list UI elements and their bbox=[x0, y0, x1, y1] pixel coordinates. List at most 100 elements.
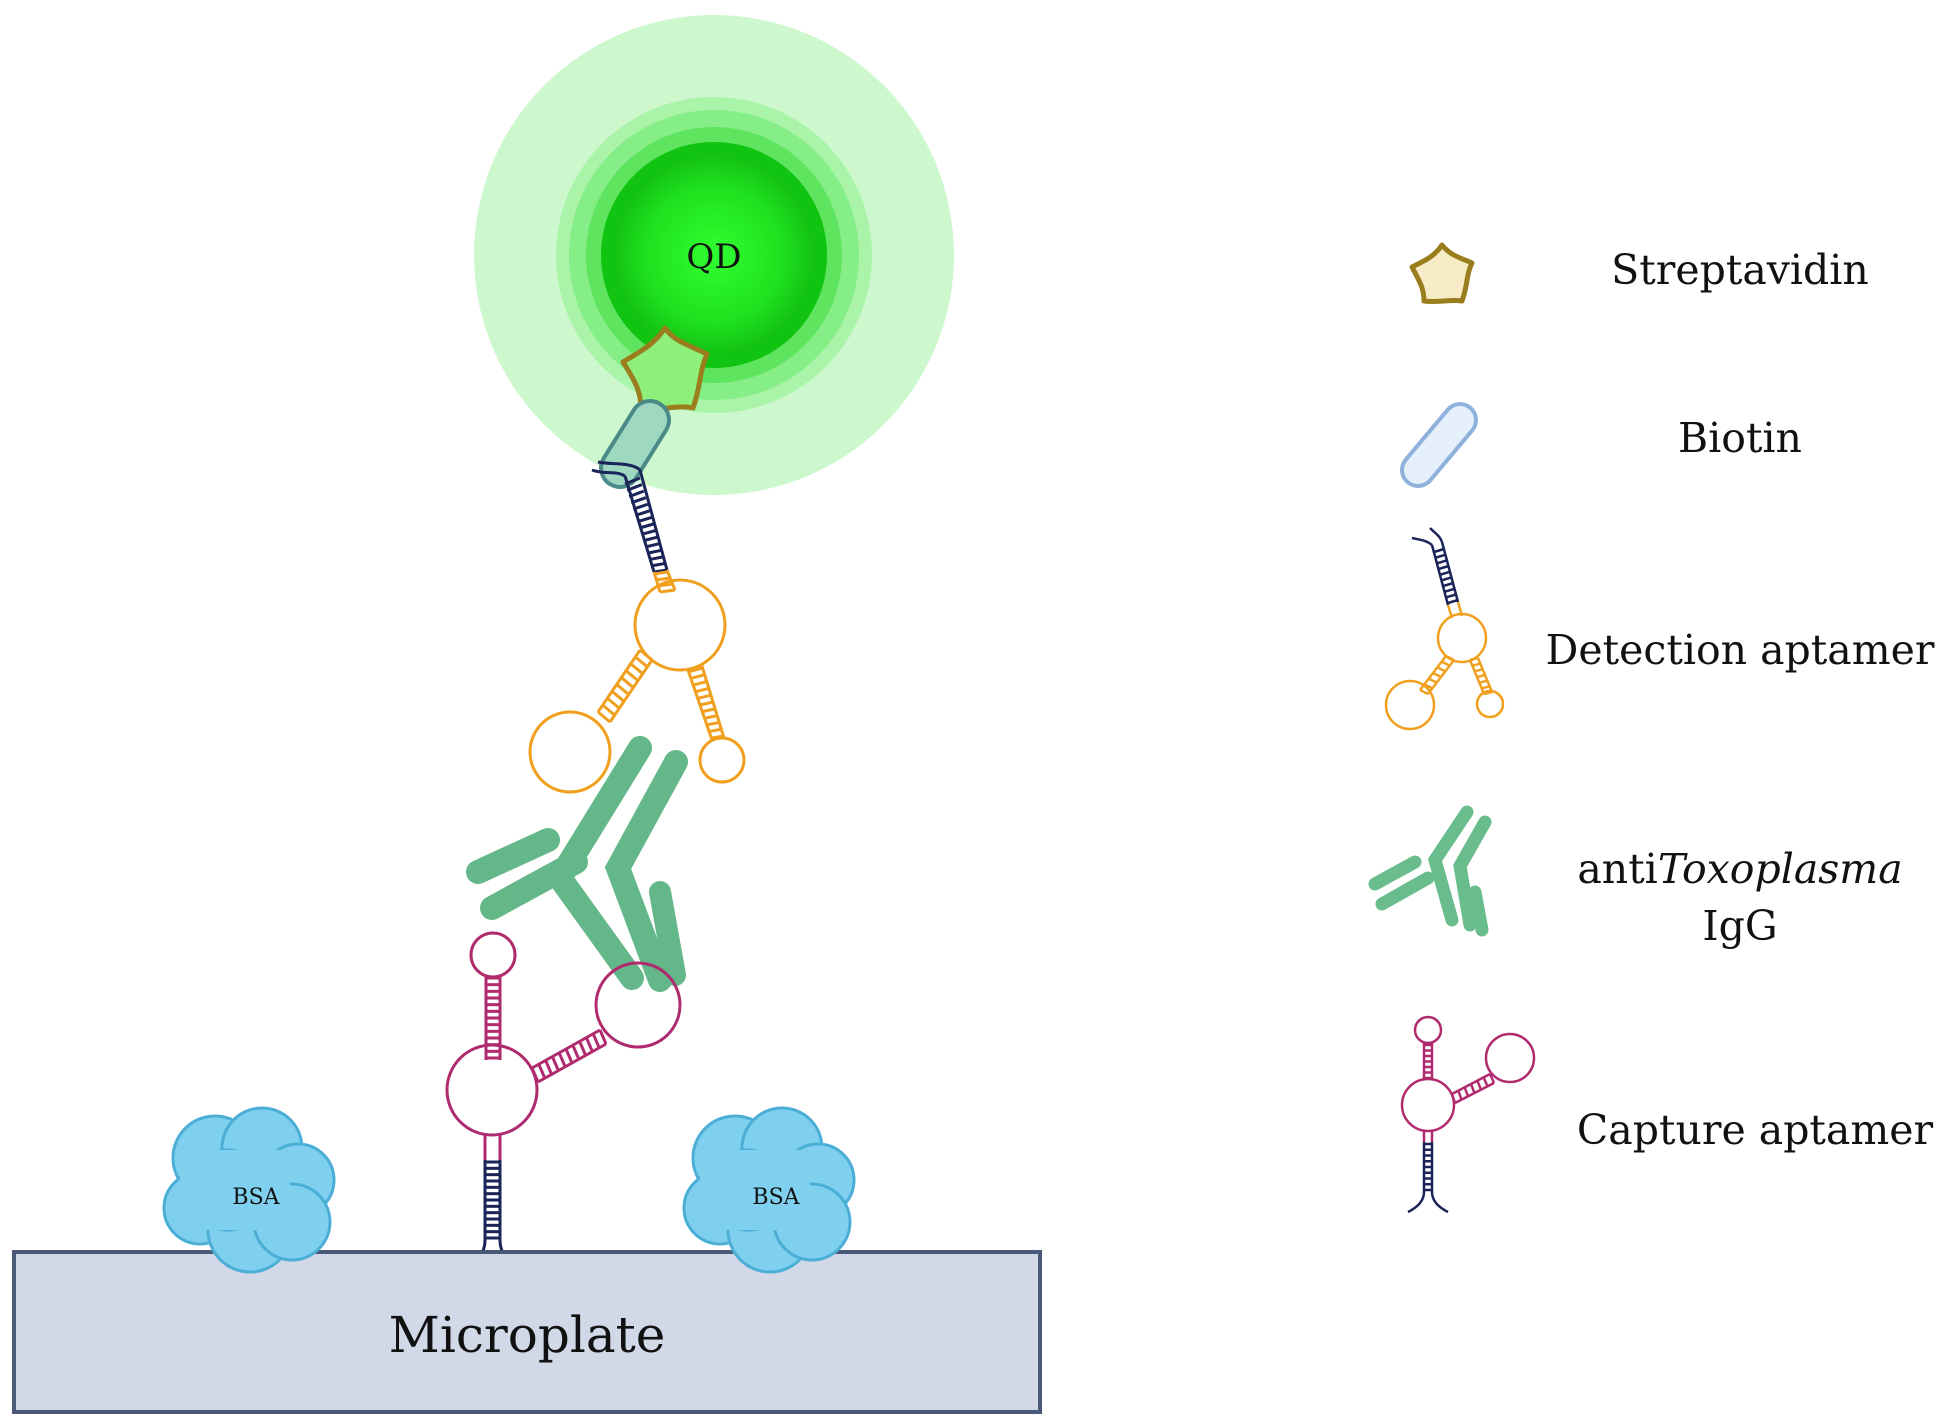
base-pair-rung bbox=[709, 727, 723, 733]
base-pair-rung bbox=[639, 648, 653, 662]
base-pair-rung bbox=[1476, 673, 1486, 679]
base-pair-rung bbox=[643, 535, 658, 543]
bsa-label-right: BSA bbox=[752, 1185, 800, 1210]
base-pair-rung bbox=[1463, 1086, 1470, 1097]
microplate-label: Microplate bbox=[389, 1306, 666, 1364]
base-pair-rung bbox=[1483, 690, 1493, 696]
base-pair-rung bbox=[1488, 1073, 1496, 1084]
bsa-left: BSA bbox=[162, 1106, 336, 1274]
base-pair-rung bbox=[1433, 547, 1445, 554]
base-pair-rung bbox=[1441, 660, 1451, 667]
base-pair-rung bbox=[651, 561, 666, 568]
base-pair-rung bbox=[634, 509, 651, 517]
base-pair-rung bbox=[557, 1052, 567, 1068]
base-pair-rung bbox=[1441, 576, 1453, 582]
biotin-on-qd bbox=[599, 399, 671, 489]
base-pair-rung bbox=[706, 720, 720, 727]
base-pair-rung bbox=[699, 700, 714, 707]
base-pair-rung bbox=[1419, 688, 1429, 696]
base-pair-rung bbox=[1476, 1080, 1483, 1091]
base-pair-rung bbox=[694, 686, 709, 694]
base-pair-rung bbox=[704, 714, 718, 720]
qd-label: QD bbox=[686, 237, 741, 277]
base-pair-rung bbox=[591, 1033, 601, 1049]
base-pair-rung bbox=[1445, 654, 1455, 662]
legend-capture-aptamer-label: Capture aptamer bbox=[1577, 1106, 1934, 1154]
legend-antibody-icon bbox=[1368, 805, 1492, 937]
quantum-dot: QD bbox=[474, 15, 954, 495]
base-pair-rung bbox=[629, 662, 644, 675]
legend-antibody-italic: Toxoplasma bbox=[1658, 845, 1903, 893]
legend-streptavidin-icon bbox=[1409, 242, 1475, 305]
base-pair-rung bbox=[636, 515, 653, 524]
legend-streptavidin-label: Streptavidin bbox=[1611, 246, 1869, 294]
base-pair-rung bbox=[537, 1063, 547, 1079]
base-pair-rung bbox=[659, 588, 676, 594]
base-pair-rung bbox=[1444, 587, 1456, 593]
base-pair-rung bbox=[687, 666, 703, 674]
base-pair-rung bbox=[1442, 581, 1454, 588]
base-pair-rung bbox=[598, 1029, 608, 1045]
base-pair-rung bbox=[1438, 564, 1450, 571]
base-pair-rung bbox=[1482, 1076, 1489, 1087]
bsa-right: BSA bbox=[682, 1106, 856, 1274]
base-pair-rung bbox=[611, 690, 625, 703]
base-pair-rung bbox=[564, 1048, 574, 1064]
base-pair-rung bbox=[702, 707, 716, 714]
legend-biotin-label: Biotin bbox=[1678, 414, 1802, 462]
base-pair-rung bbox=[645, 542, 660, 549]
detection-aptamer bbox=[528, 460, 746, 794]
base-pair-rung bbox=[551, 1056, 560, 1072]
base-pair-rung bbox=[697, 693, 712, 700]
legend: Streptavidin Biotin Detection apta bbox=[1368, 242, 1935, 1214]
base-pair-rung bbox=[578, 1040, 587, 1056]
legend-detection-aptamer-icon bbox=[1384, 527, 1505, 731]
base-pair-rung bbox=[655, 576, 670, 582]
legend-detection-aptamer-label: Detection aptamer bbox=[1546, 626, 1935, 674]
base-pair-rung bbox=[632, 502, 649, 511]
base-pair-rung bbox=[1481, 685, 1490, 690]
microplate: Microplate bbox=[12, 1250, 1042, 1414]
base-pair-rung bbox=[649, 555, 664, 561]
legend-antibody-label: antiToxoplasma bbox=[1577, 845, 1902, 893]
base-pair-rung bbox=[1423, 683, 1433, 690]
base-pair-rung bbox=[653, 568, 668, 574]
legend-antibody-prefix: anti bbox=[1577, 845, 1657, 893]
legend-antibody-label-line2: IgG bbox=[1702, 902, 1777, 950]
base-pair-rung bbox=[653, 570, 668, 576]
base-pair-rung bbox=[1436, 666, 1446, 673]
base-pair-rung bbox=[1469, 1083, 1476, 1094]
capture-aptamer bbox=[445, 931, 682, 1274]
legend-capture-aptamer-icon bbox=[1400, 1015, 1536, 1214]
base-pair-rung bbox=[625, 669, 639, 682]
base-pair-rung bbox=[626, 483, 643, 492]
base-pair-rung bbox=[630, 496, 647, 505]
base-pair-rung bbox=[647, 548, 662, 555]
base-pair-rung bbox=[1436, 559, 1448, 565]
base-pair-rung bbox=[544, 1059, 553, 1075]
base-pair-rung bbox=[615, 683, 630, 696]
base-pair-rung bbox=[1447, 598, 1459, 605]
base-pair-rung bbox=[585, 1037, 594, 1053]
antibody-igg bbox=[466, 736, 688, 992]
base-pair-rung bbox=[1428, 677, 1438, 684]
streptavidin-on-qd bbox=[620, 325, 710, 412]
base-pair-rung bbox=[628, 489, 645, 498]
base-pair-rung bbox=[530, 1067, 540, 1083]
base-pair-rung bbox=[692, 680, 707, 687]
base-pair-rung bbox=[634, 655, 649, 669]
base-pair-rung bbox=[1439, 570, 1451, 576]
base-pair-rung bbox=[624, 476, 641, 486]
base-pair-rung bbox=[639, 522, 654, 530]
base-pair-rung bbox=[1479, 679, 1488, 684]
base-pair-rung bbox=[597, 710, 611, 724]
base-pair-rung bbox=[1432, 671, 1442, 679]
base-pair-rung bbox=[1450, 1093, 1457, 1104]
base-pair-rung bbox=[1446, 593, 1457, 599]
bsa-label-left: BSA bbox=[232, 1185, 280, 1210]
base-pair-rung bbox=[1435, 553, 1446, 559]
base-pair-rung bbox=[1474, 668, 1483, 673]
legend-biotin-icon bbox=[1400, 402, 1478, 488]
